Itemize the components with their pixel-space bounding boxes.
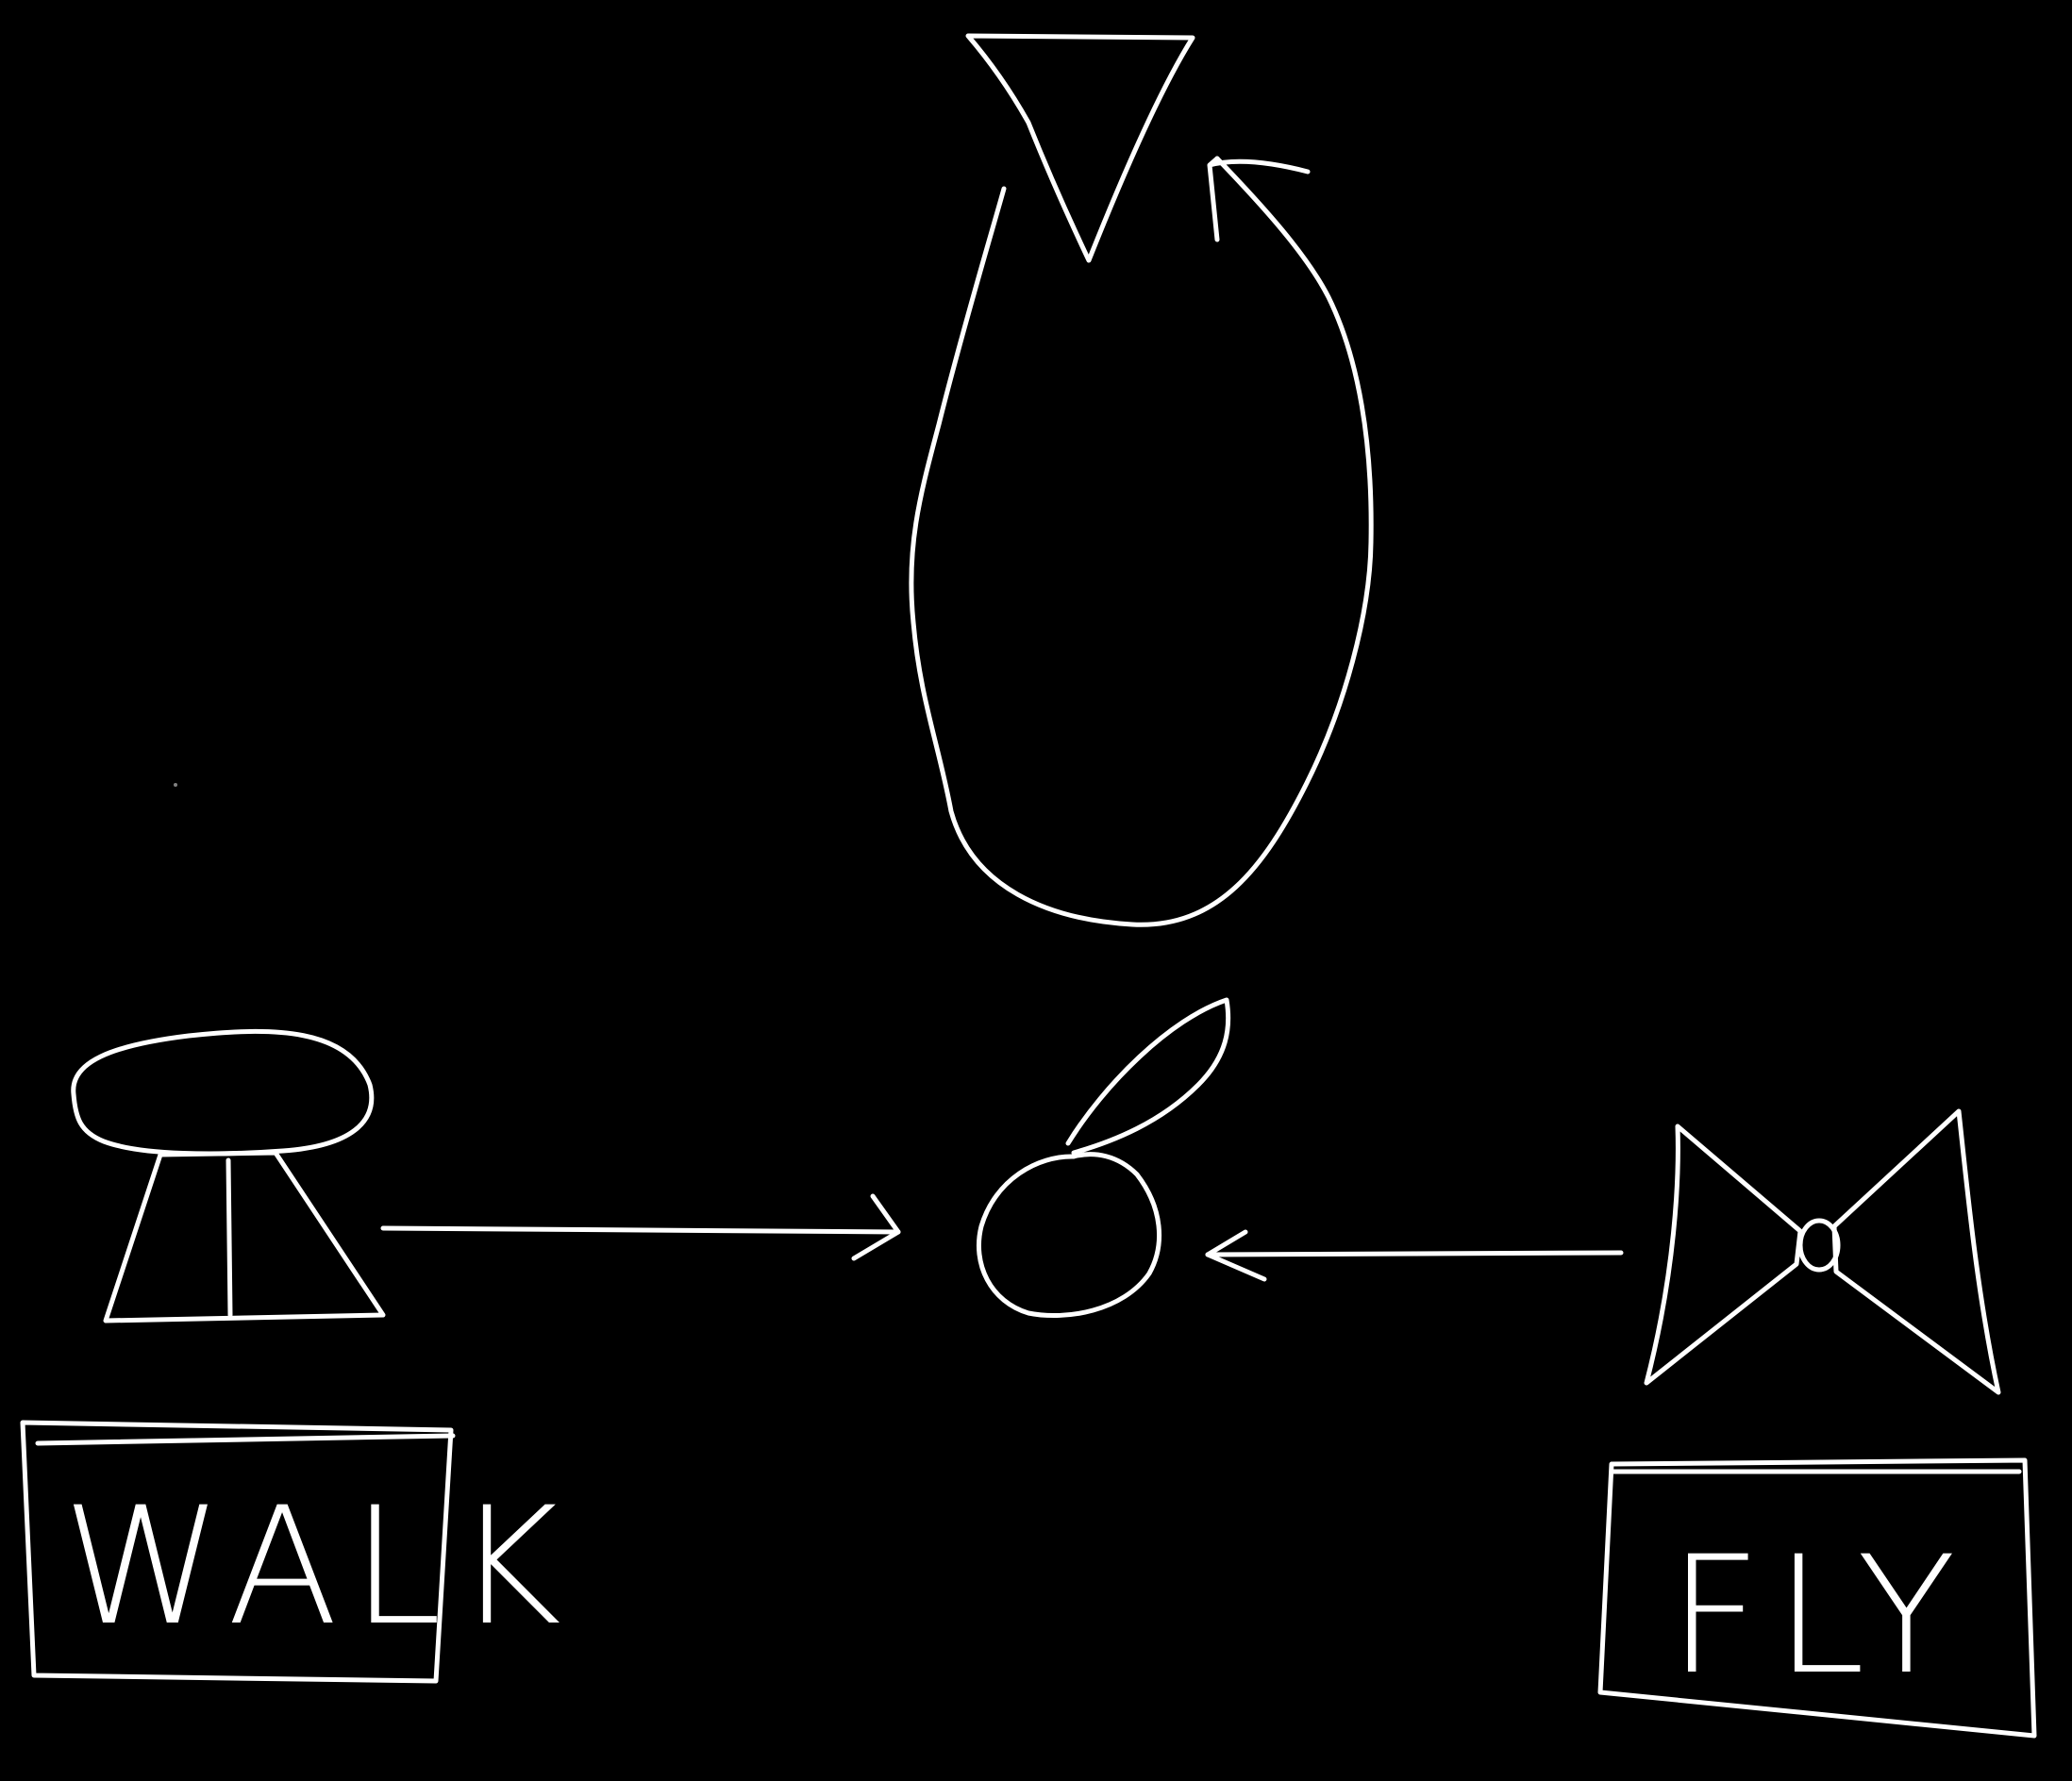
loop-arrowhead (1207, 156, 1311, 242)
apple-body (976, 1152, 1161, 1319)
walk-label-box: WALK (20, 1420, 575, 1684)
loop-arrow (909, 156, 1374, 927)
bowtie-knot (1797, 1218, 1841, 1273)
fly-label-box: FLY (1597, 1457, 2037, 1739)
mushroom-icon (71, 1028, 386, 1323)
fly-label: FLY (1668, 1521, 1969, 1710)
speck-dot (174, 783, 177, 787)
funnel-icon (965, 33, 1195, 263)
mushroom-cap (71, 1028, 375, 1157)
walk-label: WALK (62, 1472, 575, 1661)
apple-leaf (1065, 997, 1231, 1156)
apple-icon (976, 997, 1231, 1319)
mushroom-stem (103, 1150, 386, 1323)
bowtie-left (1644, 1124, 1803, 1386)
bowtie-right (1831, 1108, 2001, 1395)
bowtie-icon (1644, 1108, 2001, 1395)
edge-mushroom-to-apple (380, 1193, 901, 1261)
mushroom-stem-line (226, 1157, 233, 1318)
edge-bowtie-to-apple (1205, 1229, 1624, 1282)
